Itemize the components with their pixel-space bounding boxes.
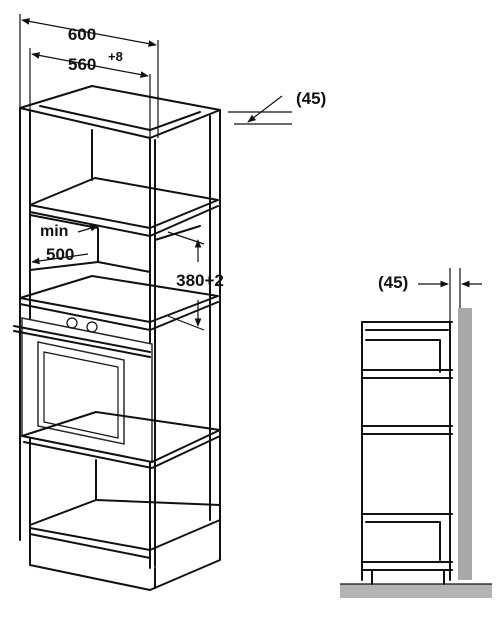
floor — [340, 584, 492, 598]
dim-560-label: 560 — [68, 55, 96, 74]
lower-box-inner — [365, 521, 441, 561]
dim-380-label: 380+2 — [176, 271, 224, 290]
oven-handle-2 — [13, 330, 151, 358]
dimension-380: 380+2 — [167, 231, 224, 331]
niche-top-right — [154, 225, 201, 241]
oven-top-shelf — [19, 275, 219, 323]
dim-600-label: 600 — [68, 25, 96, 44]
oven-door-glass — [43, 351, 119, 439]
dimension-600: 600 — [19, 14, 159, 138]
tall-cabinet — [13, 85, 221, 591]
dim-arrow-45-rear — [247, 95, 283, 123]
lower-shelf-edge — [23, 435, 221, 469]
ext-line-380-bottom — [167, 315, 205, 331]
bottom-shelf-edge — [29, 533, 151, 559]
dimension-min-500: min 500 — [31, 223, 99, 265]
lower-shelf — [21, 411, 221, 463]
oven-door-window — [37, 341, 125, 445]
dim-arrow-560 — [31, 52, 149, 78]
niche-back — [29, 214, 151, 273]
niche-floor-back — [29, 261, 99, 271]
upper-shelf — [29, 177, 219, 229]
dim-arrow-600 — [21, 18, 157, 47]
dimension-560: 560 +8 — [29, 48, 151, 138]
upper-box-top — [365, 339, 441, 373]
dim-45-side-label: (45) — [378, 273, 408, 292]
dimension-45-rear: (45) — [228, 89, 326, 125]
lower-back-floor — [95, 499, 221, 506]
plinth — [29, 519, 221, 591]
wall — [458, 308, 472, 580]
upper-shelf-edge — [29, 205, 219, 237]
dim-45-rear-label: (45) — [296, 89, 326, 108]
plinth-legs — [371, 569, 445, 585]
bottom-shelf — [29, 519, 221, 551]
dim-arrow-min — [77, 224, 99, 233]
oven-knob-left — [66, 317, 78, 329]
cabinet-top — [19, 85, 221, 139]
oven-top-shelf-edge — [19, 301, 219, 331]
dim-arrow-500 — [31, 253, 89, 265]
oven-handle — [13, 325, 151, 353]
dim-min-label: min — [40, 223, 68, 240]
lower-back — [29, 459, 97, 526]
dim-560-tolerance: +8 — [108, 49, 123, 64]
dim-500-label: 500 — [46, 245, 74, 264]
oven-knob-right — [86, 321, 98, 333]
side-section-view: (45) — [340, 268, 492, 598]
